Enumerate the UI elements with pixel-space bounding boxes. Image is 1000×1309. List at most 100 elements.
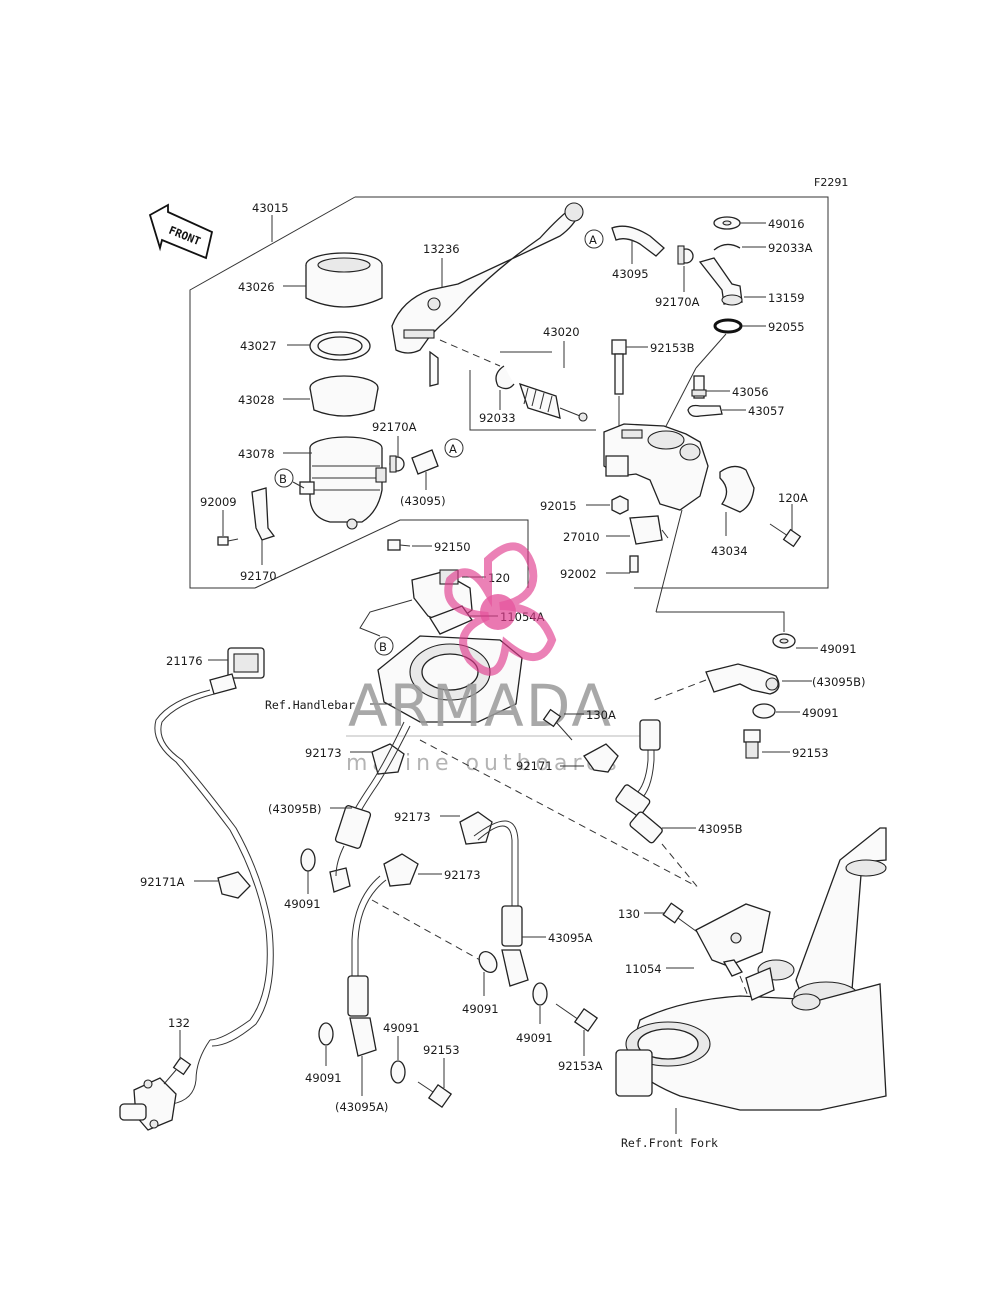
washer-49091-f [318, 1022, 334, 1046]
washer-49091-b [752, 703, 776, 719]
reservoir-bracket [251, 487, 276, 541]
part-label-92033a: 92033A [768, 241, 813, 255]
washer-49091-d [478, 951, 498, 973]
leader-body-link [663, 367, 697, 431]
callout-a-upper-label: A [589, 233, 597, 247]
part-label-49091-f: 49091 [305, 1071, 342, 1085]
bolt-130 [662, 902, 701, 935]
hose-clamp-92171 [583, 743, 619, 773]
hose-dash-upper [653, 679, 707, 701]
hose-clamp-92170a [677, 245, 694, 265]
part-label-13159: 13159 [768, 291, 805, 305]
master-cylinder-body [603, 423, 709, 511]
part-label-92150: 92150 [434, 540, 471, 554]
part-label-92171: 92171 [516, 759, 553, 773]
part-label-13236: 13236 [423, 242, 460, 256]
part-label-43027: 43027 [240, 339, 277, 353]
o-ring-92055 [713, 318, 743, 334]
watermark-title: ARMADA [348, 672, 613, 740]
part-label-92153b: 92153B [650, 341, 695, 355]
hose-clamp-92173-c [383, 853, 419, 887]
sensor-wire [154, 689, 268, 1041]
connector-21176 [209, 647, 265, 695]
bolt-132 [163, 1056, 192, 1085]
part-label-92002: 92002 [560, 567, 597, 581]
hose-fitting-13159 [698, 257, 743, 306]
callout-a-lower-label: A [449, 442, 457, 456]
part-label-11054: 11054 [625, 962, 662, 976]
bracket-dash [739, 975, 749, 997]
part-label-49091-c: 49091 [284, 897, 321, 911]
part-label-92173-a: 92173 [305, 746, 342, 760]
hose-43095b-ends [615, 719, 663, 844]
part-label-43056: 43056 [732, 385, 769, 399]
part-label-92033: 92033 [479, 411, 516, 425]
armada-watermark: ARMADA marine outboards [346, 542, 652, 776]
hose-43095b-left-end [329, 805, 372, 893]
bolt-92153b [611, 339, 627, 395]
part-label-120a: 120A [778, 491, 808, 505]
piston-box [469, 370, 596, 431]
part-label-92171a: 92171A [140, 875, 185, 889]
bolt-130a [542, 708, 573, 741]
hose-clamp-92173-a [371, 743, 405, 775]
part-label-92170a: 92170A [655, 295, 700, 309]
part-label-43095b-paren-l: (43095B) [268, 802, 321, 816]
snap-ring-92033 [495, 365, 515, 390]
part-label-92015: 92015 [540, 499, 577, 513]
part-label-49091-d: 49091 [462, 1002, 499, 1016]
part-label-92170a-left: 92170A [372, 420, 417, 434]
assembly-frame-left [189, 196, 356, 589]
reservoir-diaphragm-plate [309, 331, 371, 361]
part-label-43057: 43057 [748, 404, 785, 418]
reservoir-tank [299, 436, 387, 530]
callout-a-lower [444, 438, 464, 458]
leader-lever-to-piston [439, 339, 501, 367]
ref-handlebar: Ref.Handlebar [265, 698, 355, 712]
callout-a-upper [584, 229, 604, 249]
part-label-92055: 92055 [768, 320, 805, 334]
callout-b-lower [374, 636, 394, 656]
part-label-43015: 43015 [252, 201, 289, 215]
screw-92009 [217, 536, 239, 546]
washer-49091-e [532, 982, 548, 1006]
part-label-92170: 92170 [240, 569, 277, 583]
piston-assembly [518, 382, 588, 422]
part-label-49016: 49016 [768, 217, 805, 231]
banjo-bolt-92153 [743, 729, 761, 759]
part-label-49091-g: 49091 [383, 1021, 420, 1035]
part-label-43095a-paren: (43095A) [335, 1100, 388, 1114]
hose-dash-diagonal [419, 739, 697, 887]
bleeder-valve-43056 [691, 375, 707, 399]
callout-b-upper [274, 468, 294, 488]
screw-92150 [387, 539, 411, 551]
hose-dash-right [661, 843, 701, 891]
washer-49091-g [390, 1060, 406, 1084]
part-label-43034: 43034 [711, 544, 748, 558]
part-label-49091-b: 49091 [802, 706, 839, 720]
wire-clamp-92171a [217, 871, 251, 899]
leader-body-to-49091 [655, 509, 683, 613]
part-label-92153-b: 92153 [423, 1043, 460, 1057]
part-label-130: 130 [618, 907, 640, 921]
leader-49091-upper-path [656, 611, 785, 632]
part-label-120: 120 [488, 571, 510, 585]
part-label-49091-a: 49091 [820, 642, 857, 656]
leader-92055-to-body [695, 333, 727, 369]
part-label-130a: 130A [586, 708, 616, 722]
part-label-43028: 43028 [238, 393, 275, 407]
hose-43095b-upper-fitting [705, 663, 780, 695]
bolt-120a [769, 523, 802, 548]
ref-front-fork: Ref.Front Fork [621, 1136, 718, 1150]
callout-b-lower-label: B [379, 640, 387, 654]
hose-clamp-92170a-left [389, 455, 405, 473]
hose-dash-lower [371, 899, 481, 961]
part-label-43095a: 43095A [548, 931, 593, 945]
leader-callout-b-lower [359, 599, 413, 637]
brake-lever [391, 202, 584, 387]
part-label-43026: 43026 [238, 280, 275, 294]
part-label-27010: 27010 [563, 530, 600, 544]
screw-92002 [629, 555, 639, 573]
hose-43095a-ends [347, 905, 529, 1057]
